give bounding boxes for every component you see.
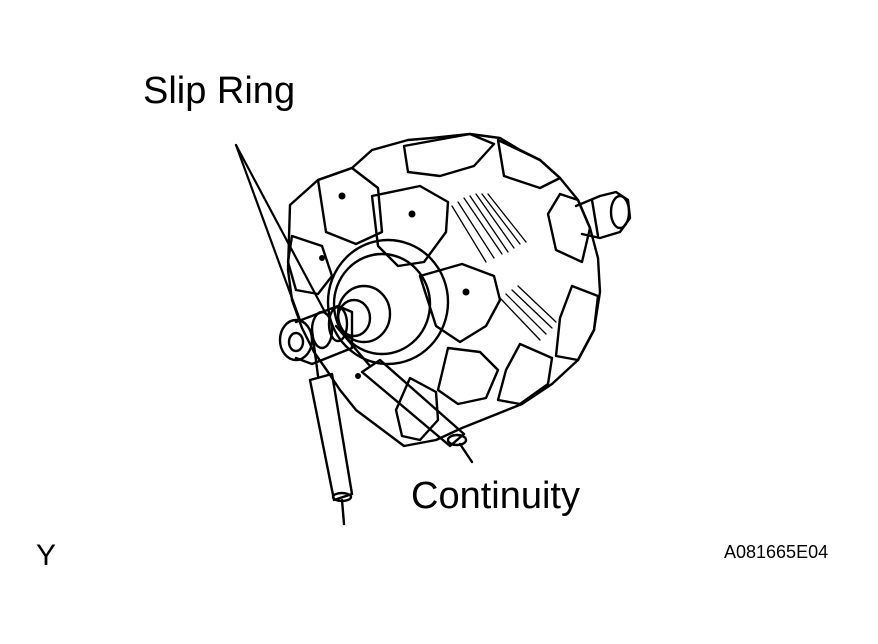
slip-ring-leaders	[234, 143, 328, 322]
pole-fingers-rear	[316, 132, 600, 406]
test-probe-right	[334, 324, 474, 464]
pole-rivets	[319, 192, 470, 379]
rear-shaft	[574, 190, 632, 240]
test-probe-left	[308, 328, 354, 526]
figure-code: A081665E04	[724, 542, 829, 562]
front-hub	[326, 238, 450, 366]
slip-rings	[278, 304, 354, 366]
pole-fingers-front	[286, 184, 502, 442]
continuity-label: Continuity	[411, 475, 580, 517]
slip-ring-label: Slip Ring	[143, 70, 296, 112]
winding-hatching	[451, 193, 557, 341]
corner-mark: Y	[36, 539, 57, 572]
